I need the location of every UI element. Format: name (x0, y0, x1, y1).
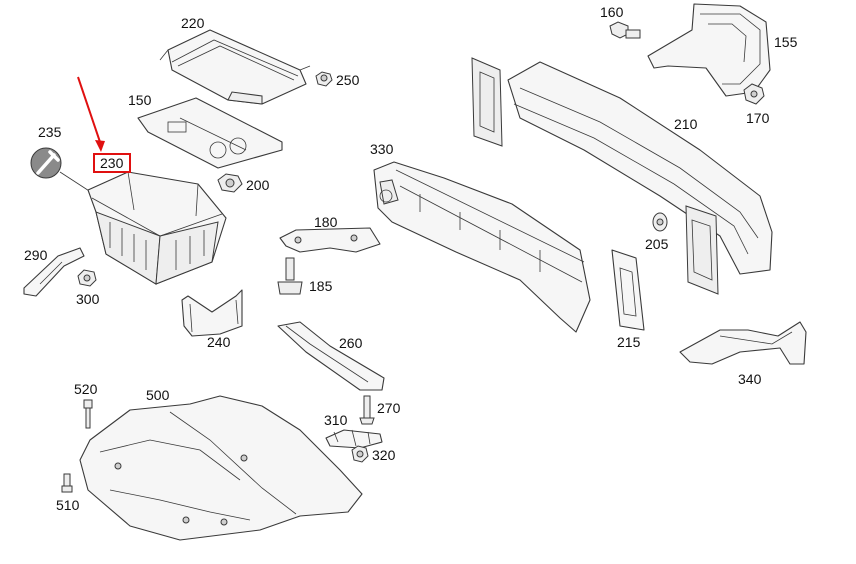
part-230-battery-tray[interactable] (87, 171, 227, 285)
part-310-clip[interactable] (325, 429, 383, 449)
label-170: 170 (746, 110, 770, 126)
label-270: 270 (377, 400, 401, 416)
label-340: 340 (738, 371, 762, 387)
label-240: 240 (207, 334, 231, 350)
part-510-screw[interactable] (61, 473, 73, 493)
part-200-nut[interactable] (217, 173, 243, 193)
part-520-screw[interactable] (83, 399, 93, 429)
part-250-nut[interactable] (315, 71, 333, 87)
label-220: 220 (181, 15, 205, 31)
label-205: 205 (645, 236, 669, 252)
label-290: 290 (24, 247, 48, 263)
label-235: 235 (38, 124, 62, 140)
label-210: 210 (674, 116, 698, 132)
part-210-bumper-beam[interactable] (471, 57, 773, 295)
label-180: 180 (314, 214, 338, 230)
part-170-nut[interactable] (743, 83, 765, 105)
label-320: 320 (372, 447, 396, 463)
part-205-nut[interactable] (652, 212, 668, 232)
part-500-underbody-panel[interactable] (79, 395, 363, 541)
part-260-strut[interactable] (277, 321, 385, 391)
label-160: 160 (600, 4, 624, 20)
label-310: 310 (324, 412, 348, 428)
part-150-mat[interactable] (137, 97, 283, 169)
part-300-nut[interactable] (77, 269, 97, 287)
part-240-holder[interactable] (181, 289, 243, 337)
label-230: 230 (100, 155, 124, 171)
part-340-bracket[interactable] (679, 321, 807, 365)
part-290-bracket[interactable] (23, 247, 85, 297)
part-155-crash-box[interactable] (647, 3, 771, 97)
label-510: 510 (56, 497, 80, 513)
label-155: 155 (774, 34, 798, 50)
highlight-callout (77, 76, 131, 173)
part-180-bracket[interactable] (279, 227, 381, 253)
part-185-bolt[interactable] (277, 257, 303, 295)
part-270-bolt[interactable] (359, 395, 375, 425)
label-250: 250 (336, 72, 360, 88)
label-200: 200 (246, 177, 270, 193)
label-300: 300 (76, 291, 100, 307)
part-320-nut[interactable] (351, 445, 369, 463)
part-220-cover[interactable] (159, 29, 311, 105)
label-185: 185 (309, 278, 333, 294)
label-260: 260 (339, 335, 363, 351)
label-150: 150 (128, 92, 152, 108)
label-520: 520 (74, 381, 98, 397)
label-330: 330 (370, 141, 394, 157)
part-330-crossmember[interactable] (373, 161, 591, 333)
label-215: 215 (617, 334, 641, 350)
part-215-plate[interactable] (611, 249, 645, 331)
part-160-bolt[interactable] (609, 21, 641, 39)
label-500: 500 (146, 387, 170, 403)
